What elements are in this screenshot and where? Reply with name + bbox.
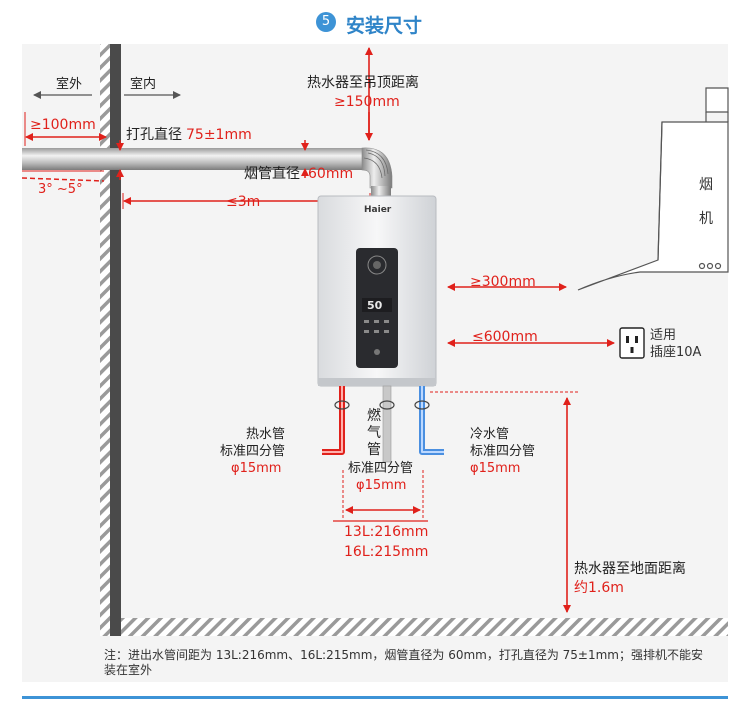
range-hood	[577, 121, 729, 291]
brand-logo: Haier	[364, 205, 392, 215]
range-hood-duct	[705, 87, 729, 113]
outlet-label-line1: 适用	[650, 328, 677, 343]
cold-pipe-standard: 标准四分管	[470, 444, 536, 459]
flue-elbow	[361, 147, 393, 189]
spacing-16l: 16L:215mm	[344, 544, 429, 560]
pipe-length-value: ≤3m	[226, 194, 261, 210]
hole-diameter-value: 75±1mm	[186, 127, 252, 143]
hot-water-pipe	[322, 386, 345, 455]
gas-pipe	[382, 385, 392, 463]
bottom-accent-line	[22, 696, 728, 699]
range-hood-label: 烟 机	[697, 168, 715, 236]
hood-label-char2: 机	[699, 211, 713, 227]
outlet-label-line2: 插座10A	[650, 345, 702, 360]
gas-pipe-standard: 标准四分管	[348, 461, 414, 476]
gas-pipe-char2: 气	[367, 425, 381, 441]
ceiling-distance-value: ≥150mm	[334, 94, 400, 110]
outdoor-label: 室外	[56, 77, 83, 92]
cold-pipe-label: 冷水管	[470, 427, 510, 442]
hole-diameter-label: 打孔直径	[126, 127, 182, 143]
heater-display: 50	[367, 299, 383, 312]
hot-pipe-label: 热水管	[246, 427, 286, 442]
hood-label-char1: 烟	[699, 177, 713, 193]
hood-gap-value: ≥300mm	[470, 274, 536, 290]
cold-water-pipe	[419, 386, 444, 455]
outlet-label: 适用 插座10A	[650, 327, 701, 361]
title-bar	[0, 0, 750, 44]
flue-diameter-value: 60mm	[308, 166, 354, 182]
footnote: 注：进出水管间距为 13L:216mm、16L:215mm，烟管直径为 60mm…	[104, 648, 703, 677]
power-outlet-icon	[619, 327, 645, 359]
gas-pipe-char3: 管	[367, 442, 381, 458]
floor-hatch	[121, 618, 728, 636]
outlet-gap-value: ≤600mm	[472, 329, 538, 345]
cold-pipe-diameter: φ15mm	[470, 461, 521, 476]
protrude-value: ≥100mm	[30, 117, 96, 133]
section-number: 5	[316, 12, 336, 32]
hot-pipe-standard: 标准四分管	[220, 444, 286, 459]
hot-pipe-diameter: φ15mm	[231, 461, 282, 476]
section-title: 安装尺寸	[346, 15, 423, 37]
wall-face	[110, 44, 121, 636]
floor-distance-value: 约1.6m	[574, 580, 624, 596]
floor-distance-title: 热水器至地面距离	[574, 561, 686, 577]
gas-pipe-diameter: φ15mm	[356, 478, 407, 493]
gas-pipe-label: 燃 气 管	[366, 408, 382, 459]
slope-label: 3° ~5°	[38, 182, 83, 197]
indoor-label: 室内	[130, 77, 157, 92]
flue-diameter-label: 烟管直径	[244, 166, 300, 182]
spacing-13l: 13L:216mm	[344, 524, 429, 540]
gas-pipe-char1: 燃	[367, 408, 381, 424]
flue-pipe	[22, 148, 362, 170]
ceiling-distance-title: 热水器至吊顶距离	[307, 75, 419, 91]
wall-hatch	[100, 44, 110, 636]
flue-connector	[371, 186, 391, 198]
